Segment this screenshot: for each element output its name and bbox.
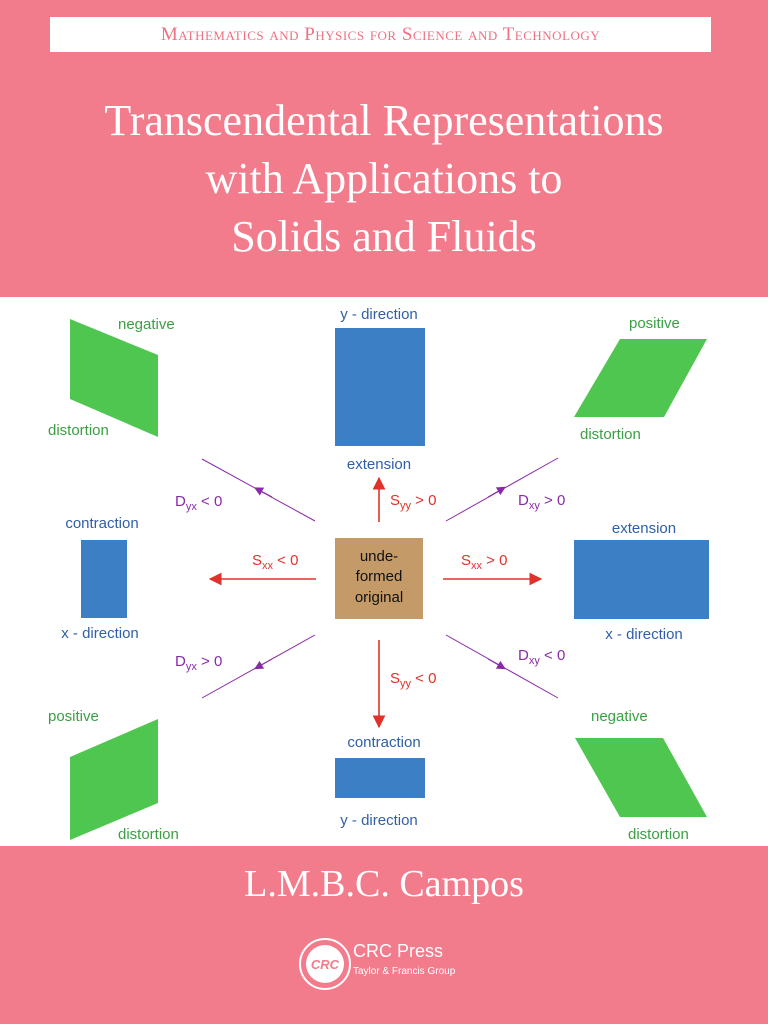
mid-left-upper-label: contraction bbox=[65, 515, 138, 532]
top-left-upper-label: negative bbox=[118, 316, 175, 333]
y-extension-shape bbox=[335, 328, 425, 446]
center-original-box bbox=[335, 538, 423, 619]
negative-distortion-shape-bottom-right bbox=[575, 738, 707, 817]
syy-negative-label: Syy < 0 bbox=[390, 670, 436, 690]
crc-logo-text: CRC bbox=[311, 957, 340, 972]
x-contraction-shape bbox=[81, 540, 127, 618]
dyx-positive-label: Dyx > 0 bbox=[175, 653, 222, 673]
top-right-lower-label: distortion bbox=[580, 426, 641, 443]
title-line-2: with Applications to bbox=[205, 154, 563, 203]
dxy-positive-arrow-head bbox=[487, 486, 506, 498]
sxx-positive-label: Sxx > 0 bbox=[461, 552, 507, 572]
mid-right-lower-label: x - direction bbox=[605, 626, 683, 643]
y-contraction-shape bbox=[335, 758, 425, 798]
center-label-line-1: unde- bbox=[360, 548, 398, 565]
bottom-left-upper-label: positive bbox=[48, 708, 99, 725]
title-line-1: Transcendental Representations bbox=[104, 96, 664, 145]
dxy-positive-label: Dxy > 0 bbox=[518, 492, 565, 512]
series-title: Mathematics and Physics for Science and … bbox=[160, 23, 601, 45]
dyx-negative-label: Dyx < 0 bbox=[175, 493, 222, 513]
top-left-lower-label: distortion bbox=[48, 422, 109, 439]
positive-distortion-shape-bottom-left bbox=[70, 719, 158, 840]
sxx-negative-label: Sxx < 0 bbox=[252, 552, 298, 572]
top-center-upper-label: y - direction bbox=[340, 306, 418, 323]
publisher-block: CRC CRC Press Taylor & Francis Group bbox=[297, 936, 497, 992]
book-title: Transcendental Representations with Appl… bbox=[0, 92, 768, 266]
title-line-3: Solids and Fluids bbox=[231, 212, 537, 261]
publisher-name: CRC Press bbox=[353, 941, 444, 961]
bottom-right-upper-label: negative bbox=[591, 708, 648, 725]
deformation-figure: unde- formed original negative distortio… bbox=[0, 297, 768, 846]
mid-left-lower-label: x - direction bbox=[61, 625, 139, 642]
deformation-diagram: unde- formed original negative distortio… bbox=[48, 306, 709, 843]
center-label-line-3: original bbox=[355, 589, 403, 606]
bottom-center-lower-label: y - direction bbox=[340, 812, 418, 829]
crc-press-logo-icon: CRC bbox=[299, 938, 351, 990]
author-name: L.M.B.C. Campos bbox=[244, 863, 524, 905]
series-banner: Mathematics and Physics for Science and … bbox=[50, 17, 711, 52]
top-right-upper-label: positive bbox=[629, 315, 680, 332]
center-label-line-2: formed bbox=[356, 568, 403, 585]
negative-distortion-shape-top-left bbox=[70, 319, 158, 437]
bottom-left-lower-label: distortion bbox=[118, 826, 179, 843]
dxy-negative-label: Dxy < 0 bbox=[518, 647, 565, 667]
publisher-group: Taylor & Francis Group bbox=[353, 966, 456, 977]
bottom-right-lower-label: distortion bbox=[628, 826, 689, 843]
positive-distortion-shape-top-right bbox=[574, 339, 707, 417]
dyx-negative-arrow-head bbox=[254, 487, 273, 498]
syy-positive-label: Syy > 0 bbox=[390, 492, 436, 512]
x-extension-shape bbox=[574, 540, 709, 619]
top-center-lower-label: extension bbox=[347, 456, 411, 473]
mid-right-upper-label: extension bbox=[612, 520, 676, 537]
dyx-positive-arrow-head bbox=[254, 658, 273, 670]
bottom-center-upper-label: contraction bbox=[347, 734, 420, 751]
dxy-negative-arrow-head bbox=[487, 658, 506, 670]
